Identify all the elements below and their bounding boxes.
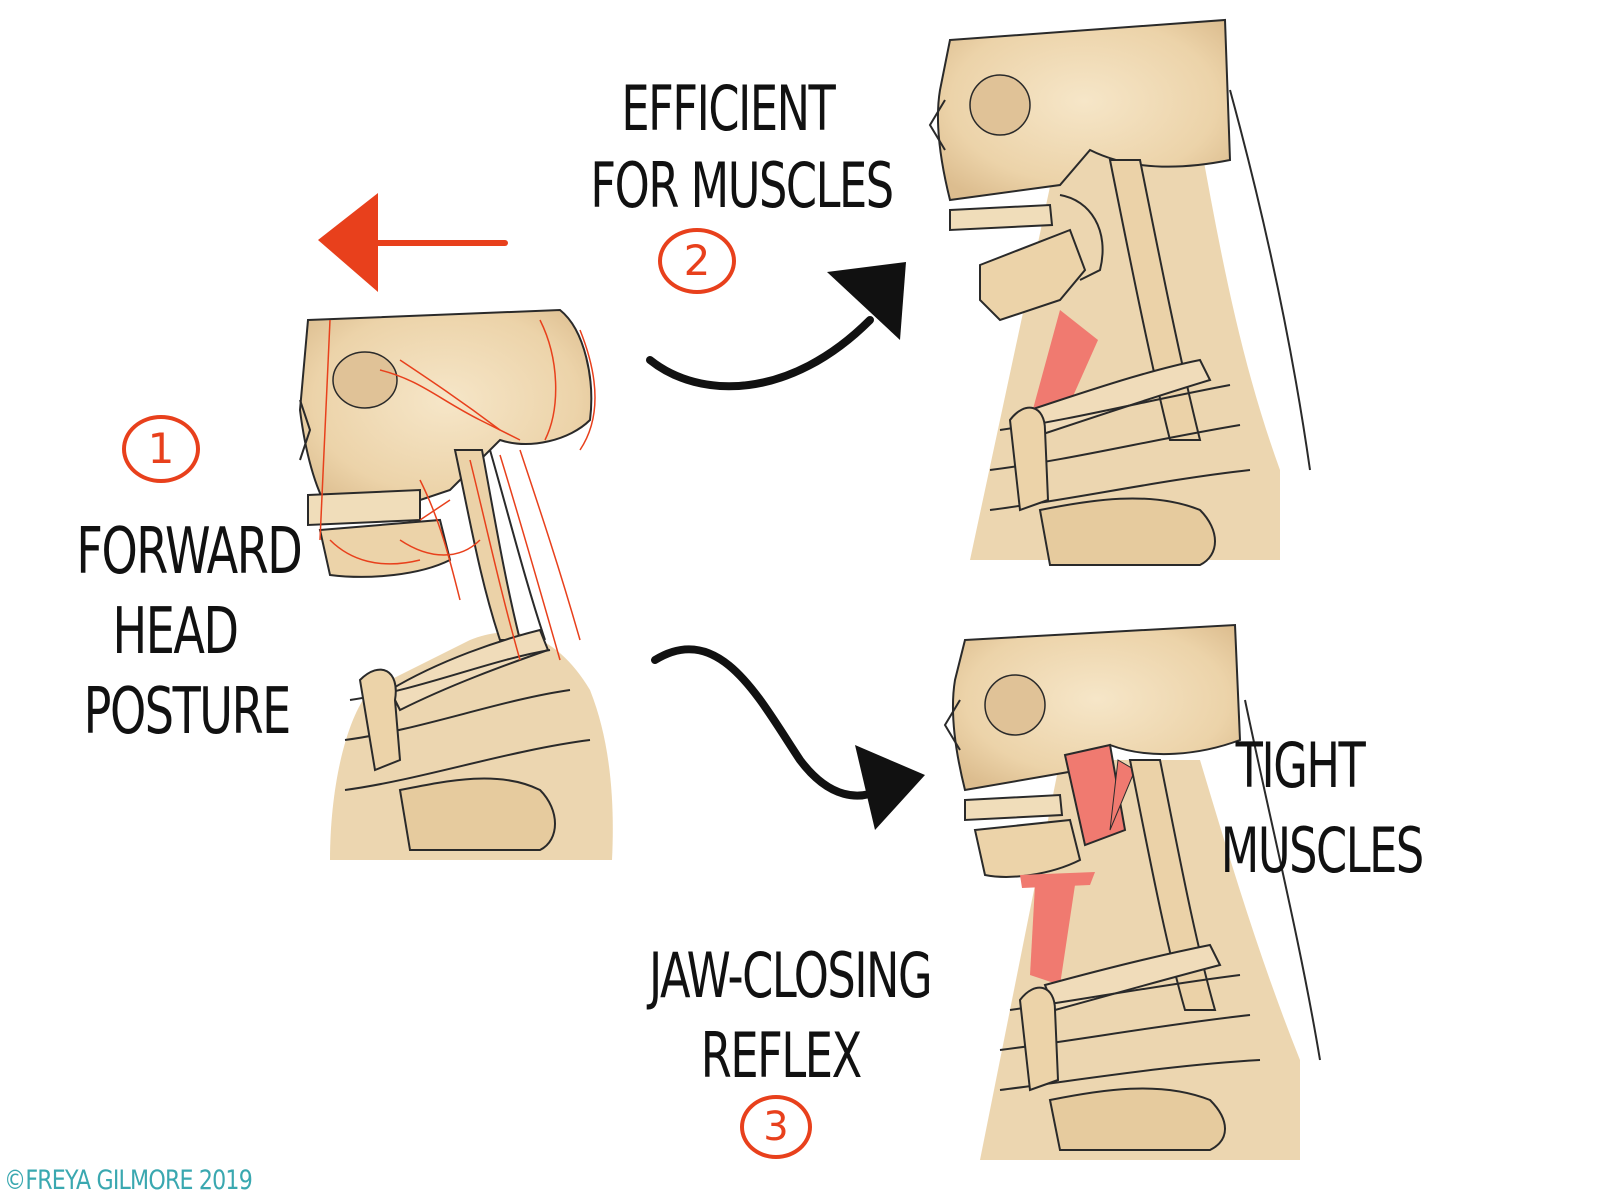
forward-label-line2: HEAD <box>112 595 238 669</box>
tight-muscles-skeleton <box>943 623 1321 1160</box>
efficient-label-line1: EFFICIENT <box>621 72 835 145</box>
copyright-text: ©FREYA GILMORE 2019 <box>4 1165 253 1196</box>
jaw-label-line1: JAW-CLOSING <box>649 939 933 1012</box>
arrow-left-icon <box>318 193 508 292</box>
efficient-posture-skeleton <box>928 18 1311 566</box>
tight-label-line1: TIGHT <box>1235 729 1366 802</box>
forward-label-line1: FORWARD <box>76 515 302 589</box>
efficient-label-line2: FOR MUSCLES <box>590 149 894 222</box>
curved-arrow-up-right-icon <box>646 262 906 391</box>
step-1-badge: 1 <box>122 415 200 483</box>
curved-arrow-down-right-icon <box>651 645 925 830</box>
forward-head-skeleton <box>298 308 613 860</box>
step-2-badge: 2 <box>658 228 736 294</box>
step-3-badge: 3 <box>740 1095 812 1159</box>
jaw-label-line2: REFLEX <box>700 1019 862 1092</box>
forward-label-line3: POSTURE <box>83 675 292 749</box>
tight-label-line2: MUSCLES <box>1220 814 1424 887</box>
